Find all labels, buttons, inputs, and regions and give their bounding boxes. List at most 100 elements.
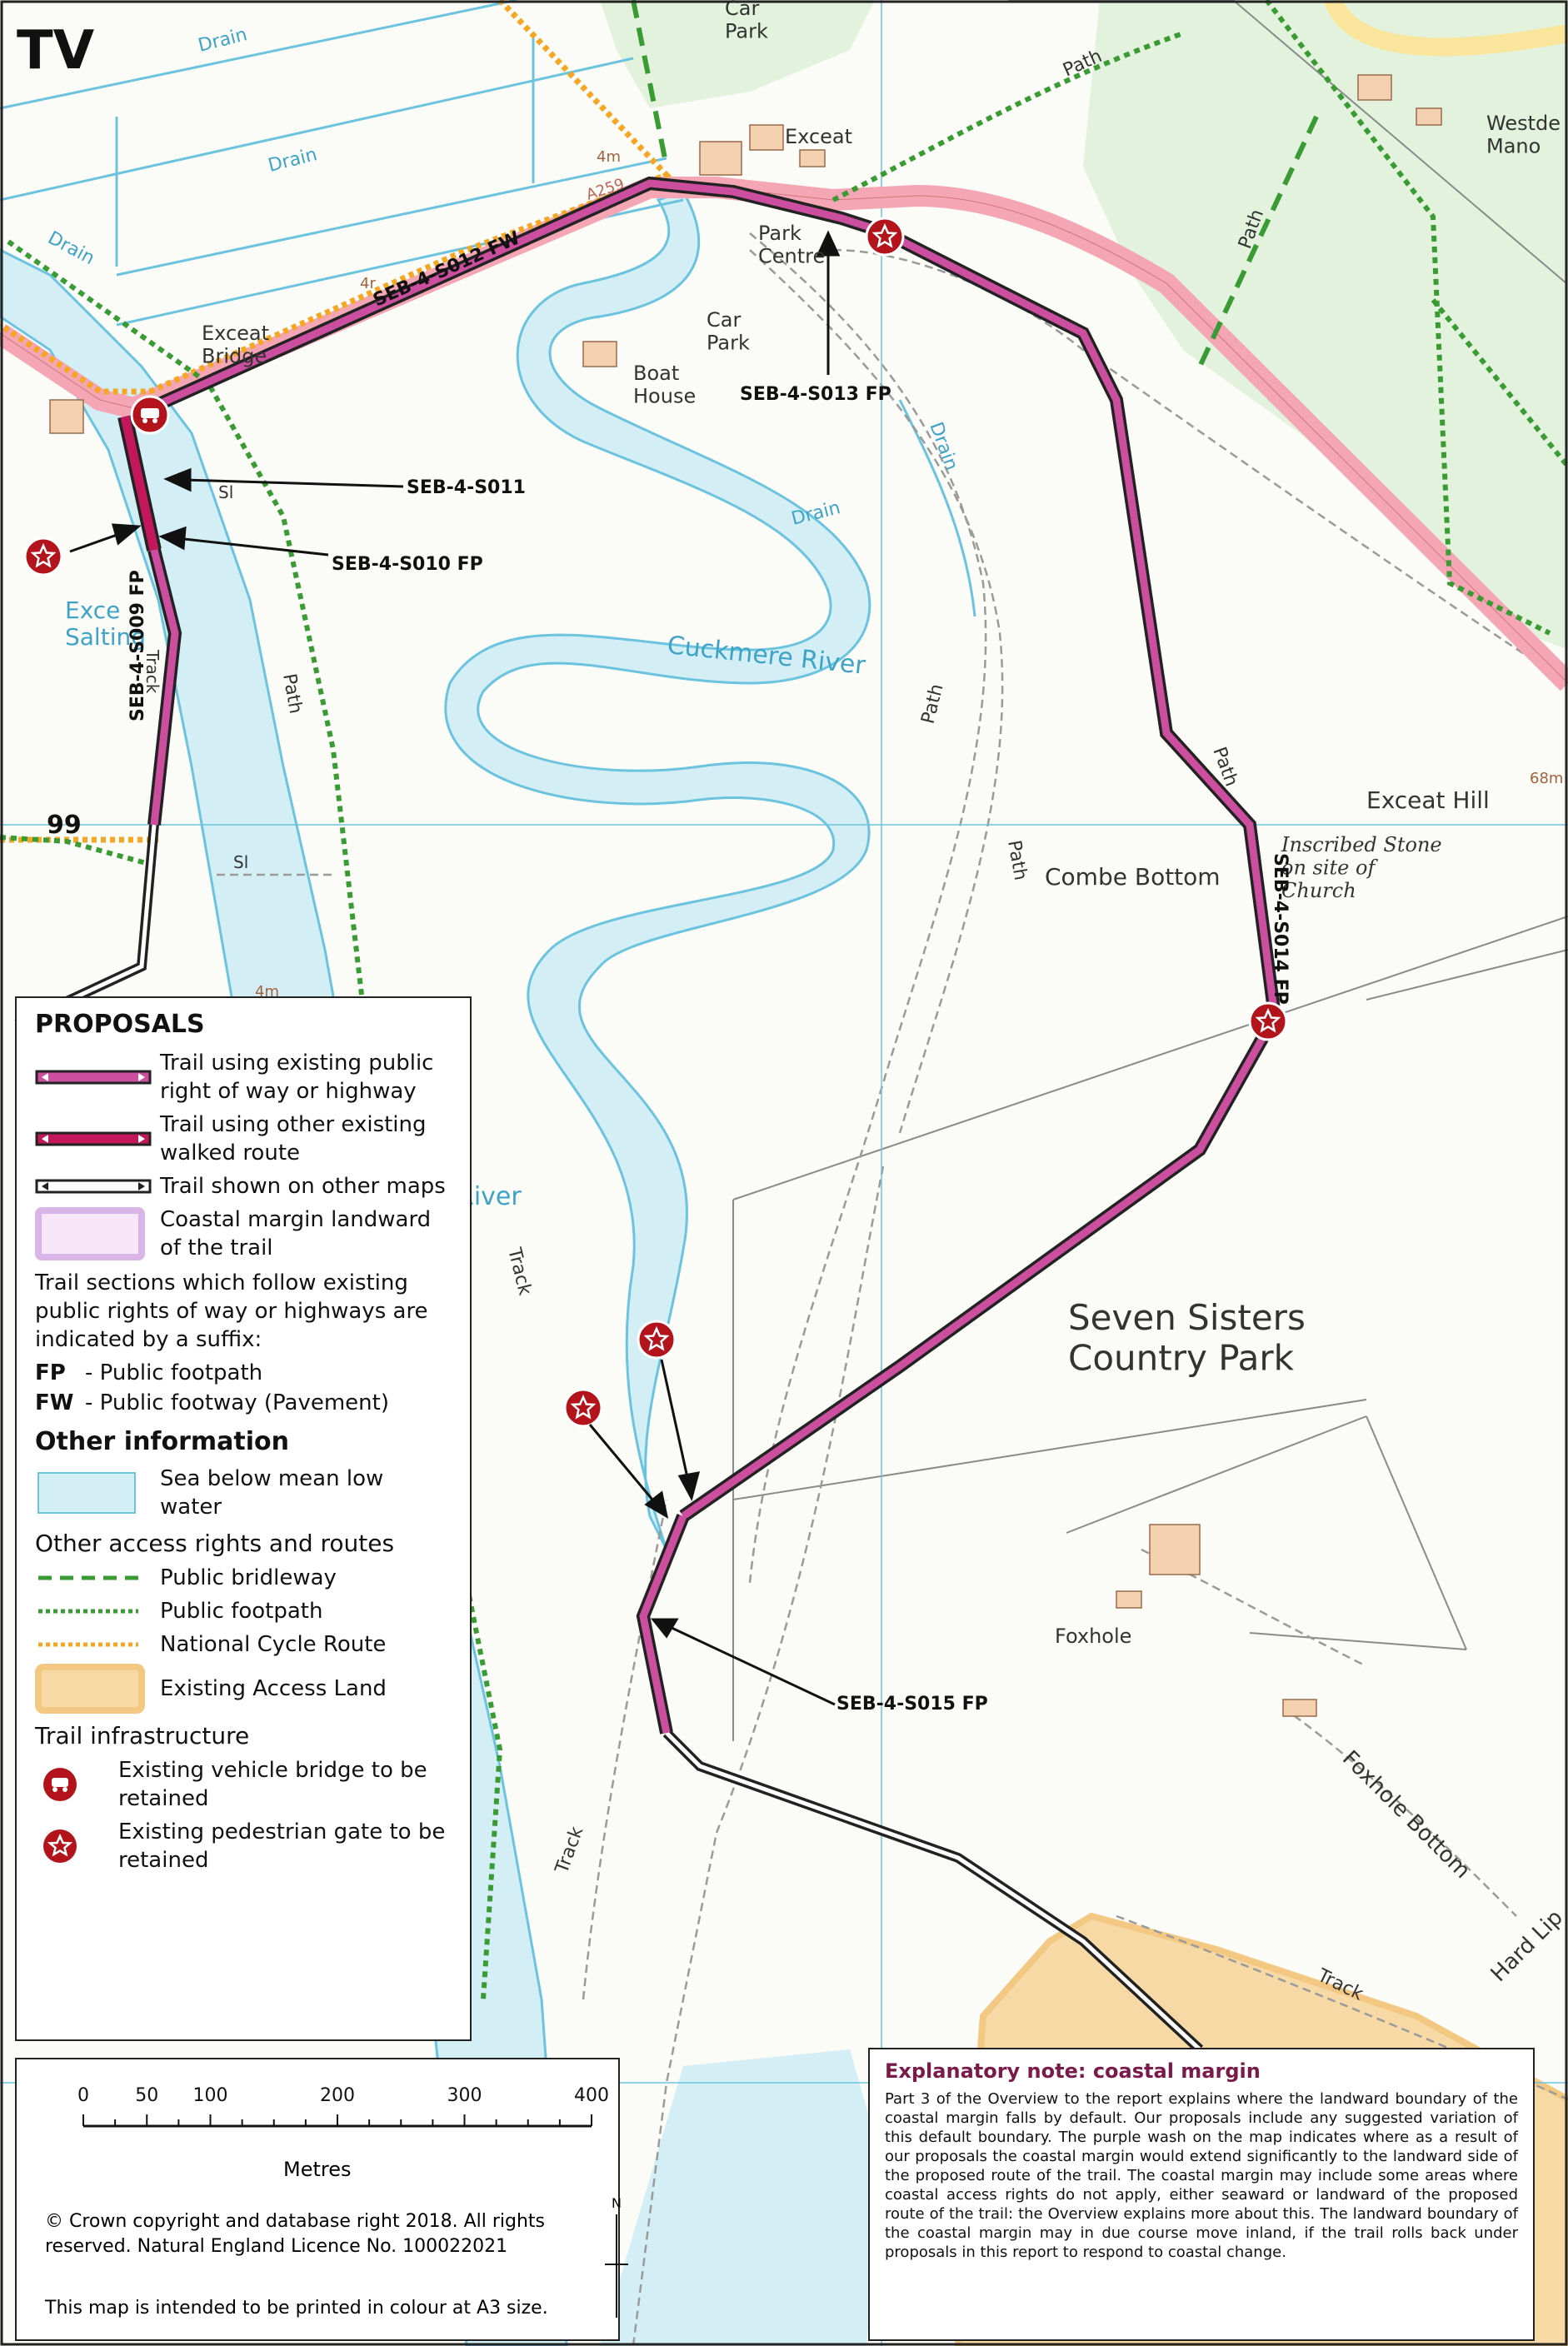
legend-label: Existing Access Land <box>160 1676 387 1701</box>
trail-other-symbol-icon <box>35 1131 160 1147</box>
section-label-s009: SEB-4-S009 FP <box>127 570 148 721</box>
legend-item-bridleway: Public bridleway <box>35 1564 452 1592</box>
buildings <box>49 74 1442 1717</box>
section-label-s011: SEB-4-S011 <box>407 477 526 498</box>
footpaths <box>0 0 1568 2000</box>
label-sl-1: Sl <box>218 482 233 502</box>
label-combe-bottom: Combe Bottom <box>1045 863 1221 891</box>
bridleway-symbol-icon <box>35 1572 160 1584</box>
legend-abbr-fw: FW- Public footway (Pavement) <box>35 1390 389 1415</box>
legend-item-access-land: Existing Access Land <box>35 1664 452 1714</box>
trail-other-maps-symbol-icon <box>35 1178 160 1195</box>
explanatory-note: Explanatory note: coastal margin Part 3 … <box>868 2048 1535 2341</box>
label-height-4m-a: 4m <box>597 148 621 166</box>
cycle-route <box>0 0 672 395</box>
grid-ref-label: TV <box>17 20 95 82</box>
legend-label: Trail using other existing walked route <box>160 1112 427 1166</box>
sea-below-low-water <box>600 2049 883 2346</box>
legend-label: Existing pedestrian gate to be retained <box>118 1819 446 1873</box>
legend-item-sea: Sea below mean low water <box>35 1465 452 1521</box>
legend-label: Existing vehicle bridge to be retained <box>118 1758 427 1811</box>
pedestrian-gate-icon[interactable] <box>563 1388 603 1428</box>
legend-label: Coastal margin landward of the trail <box>160 1207 432 1260</box>
legend-item-trail-prow: Trail using existing public right of way… <box>35 1049 452 1106</box>
vehicle-bridge-legend-icon <box>35 1764 118 1805</box>
label-height-4m-b: 4r <box>360 275 376 292</box>
north-arrow-icon: N <box>605 2195 628 2318</box>
label-height-4m-c: 4m <box>255 983 279 1001</box>
legend-item-footpath: Public footpath <box>35 1597 452 1625</box>
pedestrian-gate-icon[interactable] <box>865 217 905 257</box>
cycle-route-symbol-icon <box>35 1639 160 1650</box>
woodland-top <box>600 0 875 108</box>
coastal-margin-symbol-icon <box>35 1207 160 1260</box>
trail-prow-symbol-icon <box>35 1069 160 1086</box>
pedestrian-gate-legend-icon <box>35 1825 118 1867</box>
label-sl-2: Sl <box>233 852 248 872</box>
section-label-s010: SEB-4-S010 FP <box>332 554 483 575</box>
pedestrian-gate-icon[interactable] <box>637 1320 677 1360</box>
legend-label: Public footpath <box>160 1599 323 1624</box>
field-boundaries <box>732 0 1568 1741</box>
section-label-s015: SEB-4-S015 FP <box>836 1694 988 1715</box>
scale-tick-label: 400 <box>574 2085 609 2106</box>
minor-road <box>1324 0 1568 57</box>
vehicle-bridge-icon[interactable] <box>130 395 170 435</box>
scale-tick-label: 0 <box>77 2085 89 2106</box>
note-title: Explanatory note: coastal margin <box>885 2059 1261 2083</box>
sea-symbol-icon <box>35 1470 160 1516</box>
scale-tick-label: 50 <box>135 2085 158 2106</box>
legend-infra-title: Trail infrastructure <box>35 1722 250 1750</box>
access-land-symbol-icon <box>35 1664 160 1714</box>
legend-label: Trail using existing public right of way… <box>160 1051 434 1104</box>
scale-unit: Metres <box>283 2158 352 2181</box>
legend-item-pedestrian-gate: Existing pedestrian gate to be retained <box>35 1818 452 1874</box>
pedestrian-gate-icon[interactable] <box>23 537 63 577</box>
pedestrian-gate-icon[interactable] <box>1248 1001 1288 1041</box>
trail-existing-prow <box>147 176 1282 1735</box>
section-label-s014: SEB-4-S014 FP <box>1270 853 1291 1005</box>
legend-panel: PROPOSALS Trail using existing public ri… <box>15 996 472 2041</box>
label-grid-99: 99 <box>47 811 82 840</box>
legend-label: National Cycle Route <box>160 1632 387 1657</box>
trail-other-walked <box>117 415 162 552</box>
footpath-symbol-icon <box>35 1605 160 1617</box>
scale-tick-label: 300 <box>447 2085 482 2106</box>
legend-abbr-fp: FP- Public footpath <box>35 1360 263 1385</box>
gates <box>23 217 1288 1428</box>
label-height-68: 68m <box>1530 770 1563 787</box>
label-exceat: Exceat <box>785 125 852 148</box>
note-body: Part 3 of the Overview to the report exp… <box>885 2090 1518 2261</box>
legend-suffix-note: Trail sections which follow existing pub… <box>35 1270 428 1352</box>
cuckmere-meander <box>444 190 871 1550</box>
section-label-s013: SEB-4-S013 FP <box>740 384 891 405</box>
label-exceat-hill: Exceat Hill <box>1366 786 1490 814</box>
legend-label: Public bridleway <box>160 1565 337 1590</box>
legend-item-vehicle-bridge: Existing vehicle bridge to be retained <box>35 1756 452 1813</box>
bridleways <box>631 0 1319 368</box>
legend-item-cycle: National Cycle Route <box>35 1630 452 1659</box>
a259-road-outline <box>0 187 1568 684</box>
legend-proposals-title: PROPOSALS <box>35 1010 205 1039</box>
scale-tick-label: 200 <box>320 2085 355 2106</box>
legend-item-coastal-margin: Coastal margin landward of the trail <box>35 1205 452 1262</box>
legend-access-title: Other access rights and routes <box>35 1530 395 1557</box>
print-note: This map is intended to be printed in co… <box>45 2298 548 2319</box>
legend-item-trail-other-maps: Trail shown on other maps <box>35 1172 452 1200</box>
north-label: N <box>612 2195 622 2211</box>
section-arrows <box>69 230 841 1706</box>
legend-label: Sea below mean low water <box>160 1466 384 1520</box>
copyright-text: © Crown copyright and database right 201… <box>45 2211 545 2257</box>
